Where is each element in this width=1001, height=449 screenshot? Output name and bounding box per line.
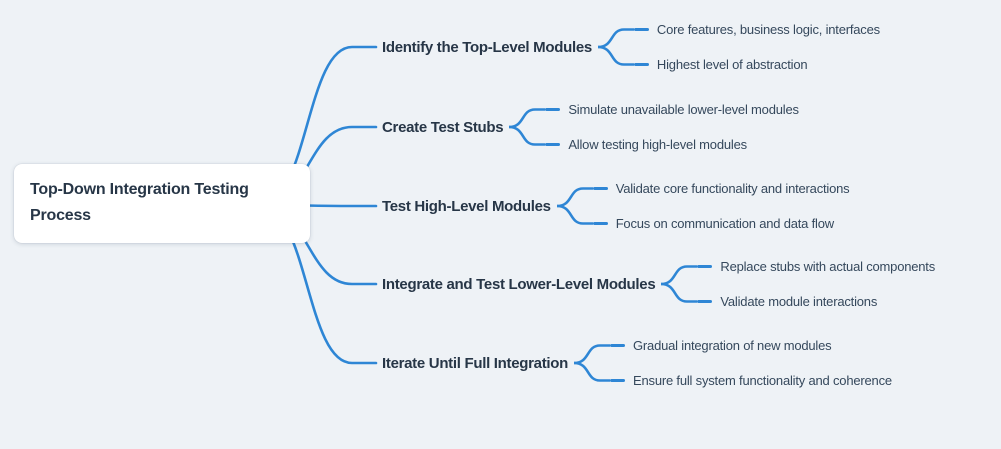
branch-label[interactable]: Test High-Level Modules bbox=[382, 197, 551, 215]
branch-test-high-level-modules: Test High-Level Modules Validate core fu… bbox=[382, 178, 850, 234]
leaf-node: Highest level of abstraction bbox=[633, 54, 880, 75]
leaf-connector-dash bbox=[545, 108, 561, 111]
leaf-node: Replace stubs with actual components bbox=[697, 256, 935, 277]
branch-label[interactable]: Integrate and Test Lower-Level Modules bbox=[382, 275, 656, 293]
leaf-connector-dash bbox=[633, 63, 649, 66]
leaf-label[interactable]: Allow testing high-level modules bbox=[568, 137, 747, 152]
leaf-node: Simulate unavailable lower-level modules bbox=[545, 99, 799, 120]
branch-fork-connector bbox=[509, 108, 546, 146]
leaf-connector-dash bbox=[610, 379, 626, 382]
branch-label[interactable]: Create Test Stubs bbox=[382, 118, 504, 136]
leaf-label[interactable]: Ensure full system functionality and coh… bbox=[633, 373, 892, 388]
branch-children: Validate core functionality and interact… bbox=[592, 178, 850, 234]
leaf-label[interactable]: Validate core functionality and interact… bbox=[615, 181, 850, 196]
branch-iterate-until-full-integration: Iterate Until Full Integration Gradual i… bbox=[382, 335, 892, 391]
leaf-label[interactable]: Highest level of abstraction bbox=[656, 57, 808, 72]
leaf-label[interactable]: Validate module interactions bbox=[720, 294, 878, 309]
branch-children: Gradual integration of new modules Ensur… bbox=[610, 335, 892, 391]
branch-identify-top-level-modules: Identify the Top-Level Modules Core feat… bbox=[382, 19, 880, 75]
branch-create-test-stubs: Create Test Stubs Simulate unavailable l… bbox=[382, 99, 799, 155]
branch-children: Simulate unavailable lower-level modules… bbox=[545, 99, 799, 155]
branch-children: Core features, business logic, interface… bbox=[633, 19, 880, 75]
leaf-node: Ensure full system functionality and coh… bbox=[610, 370, 892, 391]
leaf-label[interactable]: Simulate unavailable lower-level modules bbox=[568, 102, 799, 117]
leaf-connector-dash bbox=[697, 300, 713, 303]
leaf-connector-dash bbox=[592, 222, 608, 225]
leaf-label[interactable]: Replace stubs with actual components bbox=[720, 259, 936, 274]
branch-fork-connector bbox=[574, 344, 611, 382]
branch-fork-connector bbox=[597, 28, 634, 66]
branch-fork-connector bbox=[556, 187, 593, 225]
leaf-node: Core features, business logic, interface… bbox=[633, 19, 880, 40]
branch-fork-connector bbox=[661, 265, 698, 303]
leaf-connector-dash bbox=[592, 187, 608, 190]
leaf-node: Allow testing high-level modules bbox=[545, 134, 798, 155]
leaf-connector-dash bbox=[545, 143, 561, 146]
root-node[interactable]: Top-Down Integration Testing Process bbox=[14, 164, 310, 243]
branch-label[interactable]: Identify the Top-Level Modules bbox=[382, 38, 592, 56]
leaf-connector-dash bbox=[633, 28, 649, 31]
leaf-label[interactable]: Core features, business logic, interface… bbox=[656, 22, 880, 37]
branch-children: Replace stubs with actual components Val… bbox=[697, 256, 935, 312]
leaf-node: Validate module interactions bbox=[697, 291, 935, 312]
leaf-node: Focus on communication and data flow bbox=[592, 213, 850, 234]
leaf-label[interactable]: Gradual integration of new modules bbox=[633, 338, 832, 353]
leaf-connector-dash bbox=[610, 344, 626, 347]
root-node-label: Top-Down Integration Testing Process bbox=[30, 181, 249, 225]
branch-label[interactable]: Iterate Until Full Integration bbox=[382, 354, 569, 372]
leaf-node: Gradual integration of new modules bbox=[610, 335, 892, 356]
branch-integrate-test-lower-level-modules: Integrate and Test Lower-Level Modules R… bbox=[382, 256, 935, 312]
leaf-label[interactable]: Focus on communication and data flow bbox=[615, 216, 834, 231]
leaf-node: Validate core functionality and interact… bbox=[592, 178, 850, 199]
leaf-connector-dash bbox=[697, 265, 713, 268]
